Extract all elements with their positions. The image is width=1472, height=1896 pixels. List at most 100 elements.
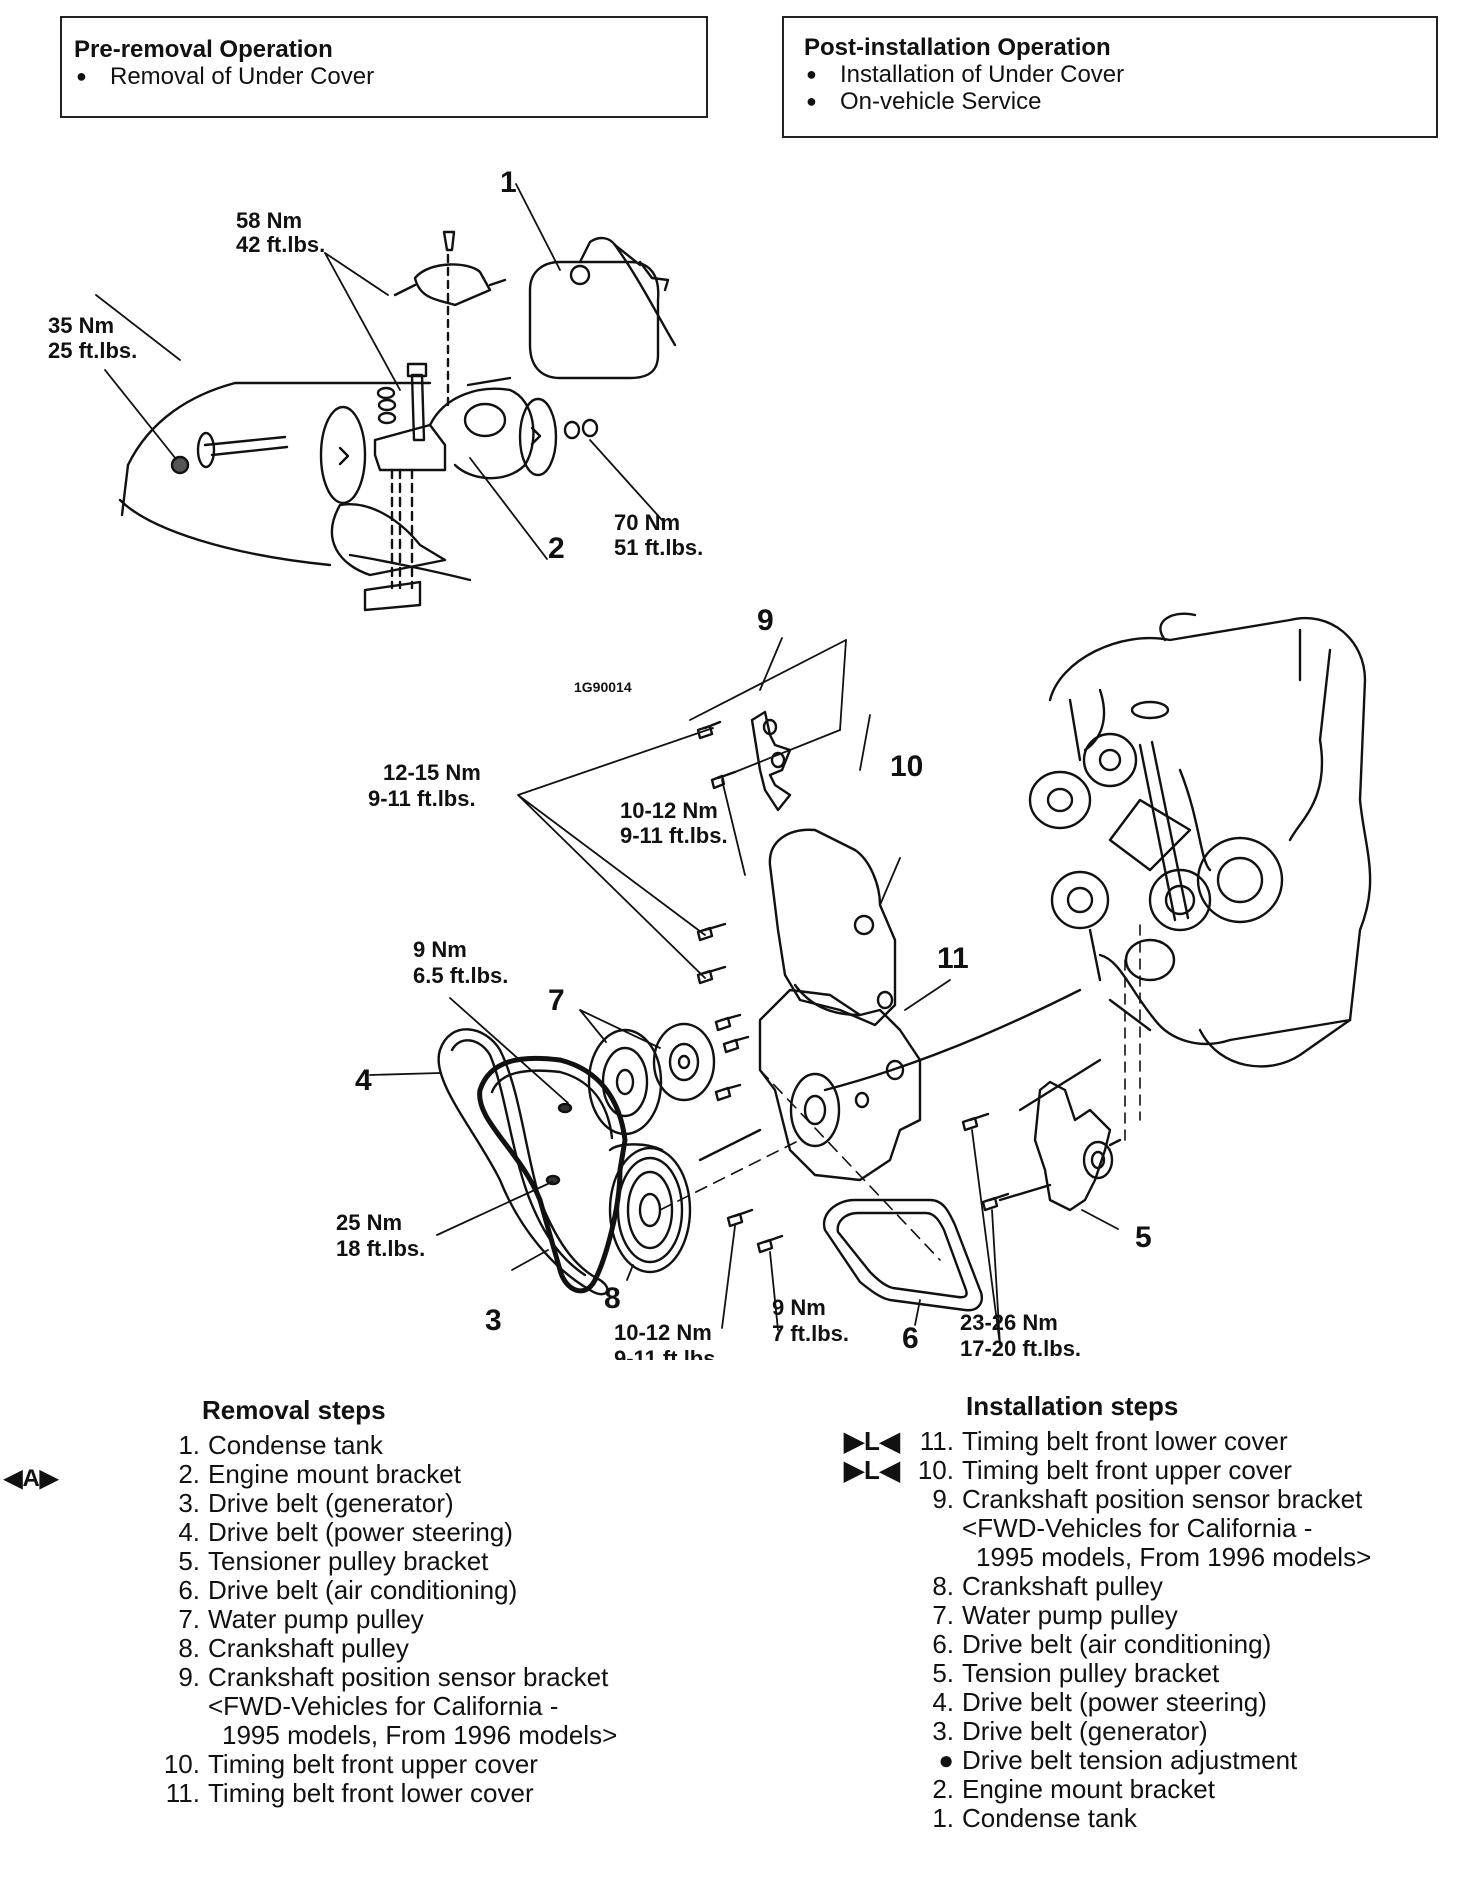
removal-steps-title: Removal steps: [202, 1395, 386, 1425]
tensioner-pulley-bracket: [1033, 1080, 1112, 1212]
callout-3: 3: [485, 1304, 502, 1337]
removal-step-number: 11.: [165, 1778, 200, 1808]
installation-step-number: 7.: [932, 1600, 954, 1630]
installation-step-text: Drive belt (generator): [962, 1716, 1208, 1746]
installation-step-number: 8.: [932, 1571, 954, 1601]
installation-step-number: 10.: [917, 1455, 954, 1485]
engine-mount-bracket: [373, 423, 447, 472]
bullet-icon: ●: [76, 66, 87, 86]
removal-step: 1. Condense tank: [150, 1431, 617, 1460]
dipstick-tube: [203, 435, 289, 457]
installation-step-number: 4.: [932, 1687, 954, 1717]
removal-step-number: 4.: [178, 1517, 200, 1547]
callout-1: 1: [500, 166, 517, 199]
removal-step-number: 1.: [178, 1430, 200, 1460]
engine-block-outline: [126, 381, 432, 467]
torque-10-12-ftlbs-lower: 9-11 ft.lbs.: [614, 1346, 722, 1360]
torque-9-ftlbs-cover: 7 ft.lbs.: [772, 1321, 849, 1346]
installation-step-text: Drive belt (power steering): [962, 1687, 1267, 1717]
installation-step-number: 5.: [932, 1658, 954, 1688]
installation-step: 2. Engine mount bracket: [904, 1775, 1371, 1804]
removal-step-text: Timing belt front upper cover: [208, 1749, 538, 1779]
installation-step-number: 11.: [919, 1426, 954, 1456]
torque-9-nm-cover: 9 Nm: [772, 1295, 826, 1320]
crankshaft-pulley: [608, 1146, 692, 1274]
stud-nut-icon: [170, 455, 190, 475]
installation-step-number: 2.: [932, 1774, 954, 1804]
removal-step-text: Water pump pulley: [208, 1604, 424, 1634]
removal-step: 9.Crankshaft position sensor bracket: [150, 1663, 617, 1692]
callout-9: 9: [757, 604, 774, 637]
installation-step-text: Water pump pulley: [962, 1600, 1178, 1630]
torque-labels: 58 Nm 42 ft.lbs. 35 Nm 25 ft.lbs. 70 Nm …: [48, 208, 1081, 1360]
torque-70-ftlbs: 51 ft.lbs.: [614, 535, 703, 560]
installation-step-number: 9.: [932, 1484, 954, 1514]
removal-step-text: Engine mount bracket: [208, 1459, 461, 1489]
removal-step-number: 3.: [178, 1488, 200, 1518]
installation-step: 6.Drive belt (air conditioning): [904, 1630, 1371, 1659]
installation-step-number: 3.: [932, 1716, 954, 1746]
pre-removal-item-text: Removal of Under Cover: [110, 63, 375, 90]
installation-step: 3. Drive belt (generator): [904, 1717, 1371, 1746]
removal-step-number: 8.: [178, 1633, 200, 1663]
removal-step-number: 10.: [163, 1749, 200, 1779]
exploded-view-diagram: 1 2 3 4 5 6 7 8 9 10 11 58 Nm 42 ft.lbs.…: [48, 166, 1372, 1360]
timing-belt-front-lower-cover: [758, 988, 922, 1182]
removal-step-continuation: <FWD-Vehicles for California -: [208, 1691, 559, 1721]
bullet-icon: ●: [806, 64, 817, 84]
removal-step-text: Timing belt front lower cover: [208, 1778, 534, 1808]
mount-plate: [319, 405, 367, 505]
post-installation-title: Post-installation Operation: [804, 34, 1111, 61]
installation-steps-title: Installation steps: [966, 1391, 1179, 1421]
torque-9-nm-belt: 9 Nm: [413, 937, 467, 962]
removal-step-number: 6.: [178, 1575, 200, 1605]
installation-step: ▶L◀ 10. Timing belt front upper cover: [844, 1455, 1371, 1485]
removal-step: 2. Engine mount bracket: [150, 1460, 617, 1489]
installation-steps: Installation steps ▶L◀ 11. Timing belt fro…: [844, 1391, 1372, 1833]
removal-step: 5.Tensioner pulley bracket: [150, 1547, 617, 1576]
post-installation-item-2: ● On-vehicle Service: [804, 88, 1436, 115]
torque-12-15-ftlbs: 9-11 ft.lbs.: [368, 786, 476, 811]
post-installation-item-text: On-vehicle Service: [840, 88, 1042, 115]
removal-step-text: Drive belt (generator): [208, 1488, 454, 1518]
installation-step-text: Engine mount bracket: [962, 1774, 1215, 1804]
pre-removal-item: ● Removal of Under Cover: [74, 63, 706, 90]
service-point-a-marker: ◀A▶: [4, 1465, 59, 1492]
removal-step: 6. Drive belt (air conditioning): [150, 1576, 617, 1605]
installation-step-text: Timing belt front upper cover: [962, 1455, 1292, 1485]
callout-numbers: 1 2 3 4 5 6 7 8 9 10 11: [355, 166, 1152, 1355]
removal-step-number: 2.: [178, 1459, 200, 1489]
removal-step-text: Crankshaft position sensor bracket: [208, 1662, 609, 1692]
torque-23-26-nm: 23-26 Nm: [960, 1310, 1058, 1335]
post-installation-item-text: Installation of Under Cover: [840, 61, 1125, 88]
installation-step-text: Timing belt front lower cover: [962, 1426, 1288, 1456]
bullet-icon: ●: [806, 91, 817, 111]
service-point-l-marker: ▶L◀: [844, 1455, 900, 1485]
callout-4: 4: [355, 1064, 372, 1097]
installation-step-text: Drive belt (air conditioning): [962, 1629, 1272, 1659]
pre-removal-title: Pre-removal Operation: [74, 36, 333, 63]
installation-step: 1.Condense tank: [904, 1804, 1371, 1833]
installation-step: 5.Tension pulley bracket: [904, 1659, 1371, 1688]
torque-10-12-nm-lower: 10-12 Nm: [614, 1320, 712, 1345]
installation-step: 8. Crankshaft pulley: [904, 1572, 1371, 1601]
removal-step-text: Drive belt (power steering): [208, 1517, 513, 1547]
removal-step-text: Condense tank: [208, 1430, 383, 1460]
torque-9-ftlbs-belt: 6.5 ft.lbs.: [413, 963, 508, 988]
removal-step-text: Drive belt (air conditioning): [208, 1575, 518, 1605]
callout-6: 6: [902, 1322, 919, 1355]
torque-12-15-nm: 12-15 Nm: [383, 760, 481, 785]
installation-step-continuation: <FWD-Vehicles for California -: [962, 1513, 1313, 1543]
engine-body: [1048, 616, 1372, 1046]
installation-step-text: Crankshaft pulley: [962, 1571, 1163, 1601]
water-pump-pulley-small: [652, 1022, 716, 1102]
removal-step-number: 5.: [178, 1546, 200, 1576]
callout-5: 5: [1135, 1221, 1152, 1254]
torque-35-ftlbs: 25 ft.lbs.: [48, 338, 137, 363]
removal-step: 7.Water pump pulley: [150, 1605, 617, 1634]
cover-bolts: [696, 720, 1010, 1254]
removal-steps-list: 1. Condense tank 2. Engine mount bracket 3. D…: [150, 1431, 617, 1808]
installation-step-continuation: 1995 models, From 1996 models>: [976, 1542, 1372, 1572]
callout-7: 7: [548, 984, 565, 1017]
removal-step: 3. Drive belt (generator): [150, 1489, 617, 1518]
